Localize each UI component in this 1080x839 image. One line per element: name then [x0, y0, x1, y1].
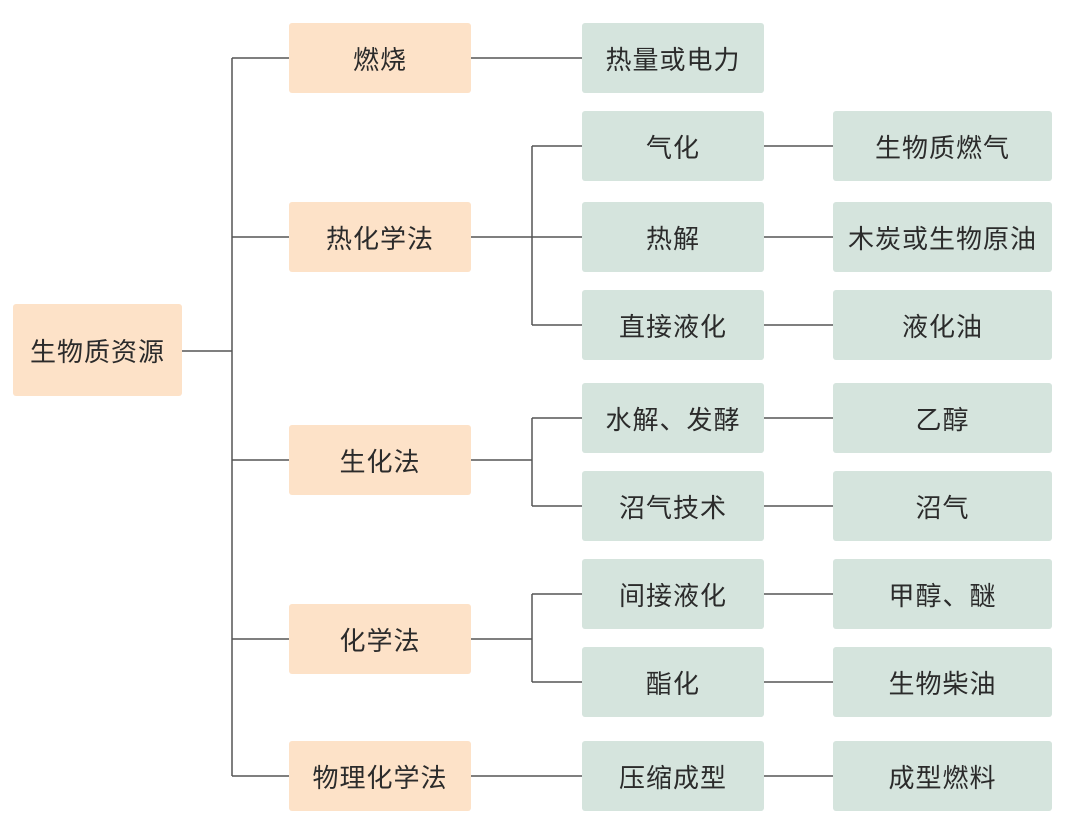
- process-node-direct-liquefaction: 直接液化: [582, 290, 764, 360]
- product-node-charcoal-or-bio-oil: 木炭或生物原油: [833, 202, 1052, 272]
- product-node-methanol-ether: 甲醇、醚: [833, 559, 1052, 629]
- process-node-biogas-technology: 沼气技术: [582, 471, 764, 541]
- process-node-pyrolysis: 热解: [582, 202, 764, 272]
- product-node-ethanol: 乙醇: [833, 383, 1052, 453]
- product-node-biomass-gas: 生物质燃气: [833, 111, 1052, 181]
- method-node-thermochemical: 热化学法: [289, 202, 471, 272]
- process-node-heat-or-power: 热量或电力: [582, 23, 764, 93]
- process-node-hydrolysis-fermentation: 水解、发酵: [582, 383, 764, 453]
- root-node-biomass-resource: 生物质资源: [13, 304, 182, 396]
- method-node-combustion: 燃烧: [289, 23, 471, 93]
- process-node-indirect-liquefaction: 间接液化: [582, 559, 764, 629]
- product-node-biodiesel: 生物柴油: [833, 647, 1052, 717]
- process-node-compression-molding: 压缩成型: [582, 741, 764, 811]
- process-node-gasification: 气化: [582, 111, 764, 181]
- method-node-physicochemical: 物理化学法: [289, 741, 471, 811]
- process-node-esterification: 酯化: [582, 647, 764, 717]
- method-node-chemical: 化学法: [289, 604, 471, 674]
- method-node-biochemical: 生化法: [289, 425, 471, 495]
- product-node-molded-fuel: 成型燃料: [833, 741, 1052, 811]
- product-node-liquefied-oil: 液化油: [833, 290, 1052, 360]
- product-node-biogas: 沼气: [833, 471, 1052, 541]
